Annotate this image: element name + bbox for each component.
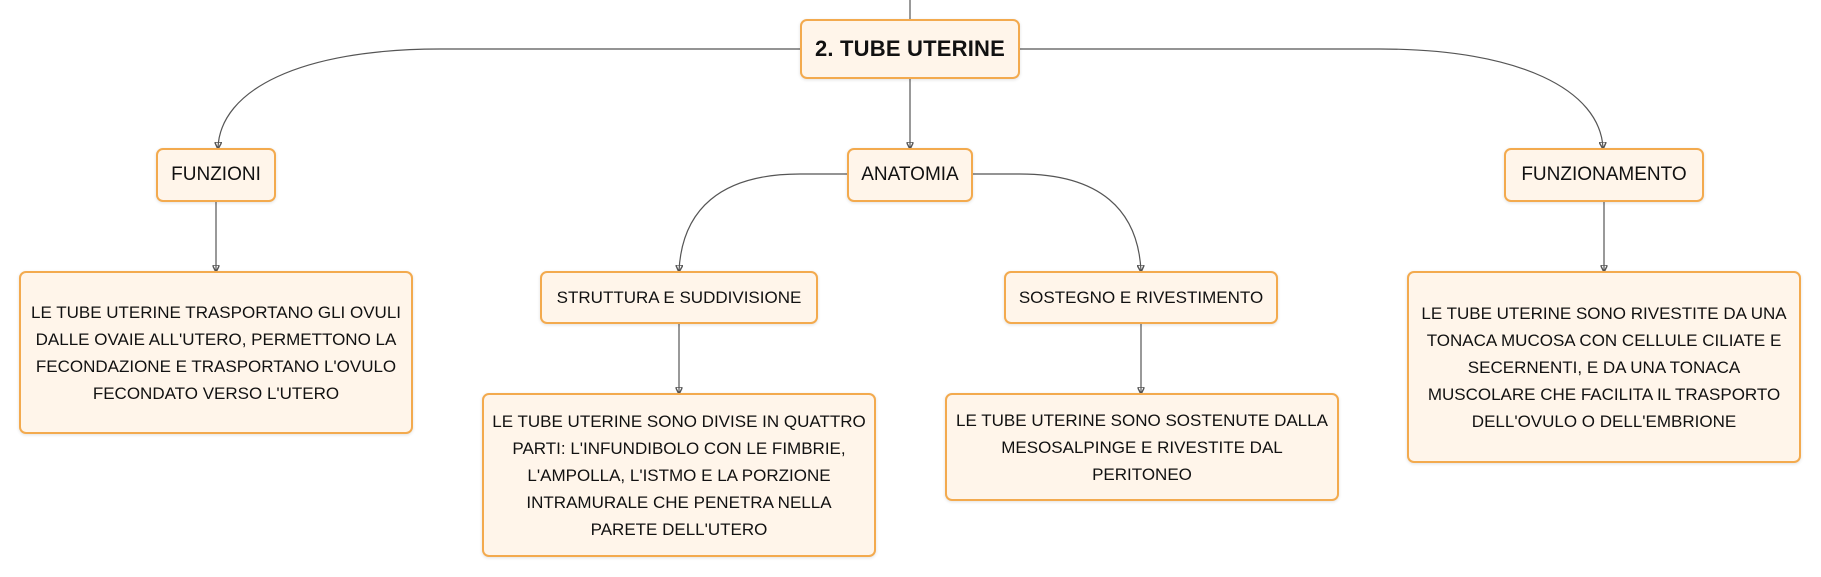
detail-node-text: LE TUBE UTERINE SONO RIVESTITE DA UNA TO… — [1421, 303, 1787, 431]
connector-root-funzionamento — [1020, 48, 1603, 148]
detail-node-funzionamento[interactable]: LE TUBE UTERINE SONO RIVESTITE DA UNA TO… — [1407, 271, 1801, 463]
topic-node-label: FUNZIONI — [171, 164, 261, 185]
topic-node-label: ANATOMIA — [861, 164, 959, 185]
root-node[interactable]: 2. TUBE UTERINE — [800, 19, 1020, 79]
detail-node-funzioni[interactable]: LE TUBE UTERINE TRASPORTANO GLI OVULI DA… — [19, 271, 413, 434]
subtopic-node-sostegno[interactable]: SOSTEGNO E RIVESTIMENTO — [1004, 271, 1278, 324]
subtopic-node-label: SOSTEGNO E RIVESTIMENTO — [1018, 287, 1264, 307]
connector-root-funzioni — [218, 48, 800, 148]
detail-node-text: LE TUBE UTERINE TRASPORTANO GLI OVULI DA… — [31, 302, 401, 403]
topic-node-funzioni[interactable]: FUNZIONI — [156, 148, 276, 202]
root-node-label: 2. TUBE UTERINE — [814, 36, 1006, 61]
detail-node-struttura[interactable]: LE TUBE UTERINE SONO DIVISE IN QUATTRO P… — [482, 393, 876, 557]
connector-anatomia-sostegno — [973, 173, 1141, 271]
subtopic-node-label: STRUTTURA E SUDDIVISIONE — [556, 287, 802, 307]
topic-node-funzionamento[interactable]: FUNZIONAMENTO — [1504, 148, 1704, 202]
connector-anatomia-struttura — [679, 173, 847, 271]
topic-node-label: FUNZIONAMENTO — [1521, 164, 1687, 185]
topic-node-anatomia[interactable]: ANATOMIA — [847, 148, 973, 202]
detail-node-text: LE TUBE UTERINE SONO SOSTENUTE DALLA MES… — [956, 410, 1328, 484]
subtopic-node-struttura[interactable]: STRUTTURA E SUDDIVISIONE — [540, 271, 818, 324]
detail-node-text: LE TUBE UTERINE SONO DIVISE IN QUATTRO P… — [492, 411, 866, 539]
detail-node-sostegno[interactable]: LE TUBE UTERINE SONO SOSTENUTE DALLA MES… — [945, 393, 1339, 501]
